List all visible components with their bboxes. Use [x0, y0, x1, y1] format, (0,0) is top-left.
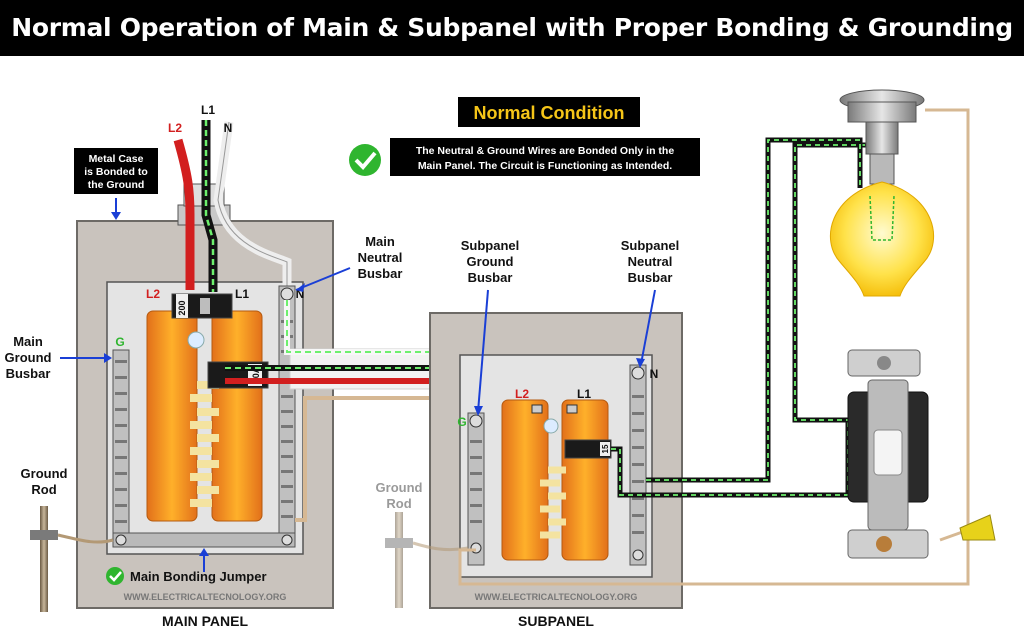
svg-text:Rod: Rod: [31, 482, 56, 497]
svg-text:Busbar: Busbar: [6, 366, 51, 381]
main-label-l1: L1: [235, 287, 249, 301]
watermark-sub: WWW.ELECTRICALTECNOLOGY.ORG: [475, 592, 638, 602]
main-label-l2: L2: [146, 287, 160, 301]
main-panel-label: MAIN PANEL: [162, 613, 249, 629]
svg-text:Ground: Ground: [5, 350, 52, 365]
sub-label-n: N: [650, 367, 659, 381]
main-breaker-rating: 200: [177, 300, 187, 315]
main-hot-busbars: [146, 310, 263, 522]
condition-callout: Normal Condition The Neutral & Ground Wi…: [349, 97, 700, 176]
condition-line-1: The Neutral & Ground Wires are Bonded On…: [416, 145, 675, 157]
service-wire-l1: [201, 120, 218, 292]
main-label-n: N: [296, 287, 305, 301]
sub-neutral-busbar-label: Subpanel Neutral Busbar: [621, 238, 680, 368]
sub-ground-busbar: [467, 412, 485, 566]
feeder-breaker-rating: 60A: [251, 366, 261, 383]
bonding-jumper-label: Main Bonding Jumper: [106, 548, 267, 585]
svg-text:Main: Main: [13, 334, 43, 349]
lamp-ground-wire: [925, 108, 970, 530]
watermark-main: WWW.ELECTRICALTECNOLOGY.ORG: [124, 592, 287, 602]
svg-text:Neutral: Neutral: [358, 250, 403, 265]
main-ground-rod: [30, 506, 114, 612]
condition-heading: Normal Condition: [474, 103, 625, 123]
metal-case-label: Metal Case is Bonded to the Ground: [74, 148, 158, 220]
page-title: Normal Operation of Main & Subpanel with…: [0, 0, 1024, 56]
svg-text:Busbar: Busbar: [468, 270, 513, 285]
svg-text:Busbar: Busbar: [628, 270, 673, 285]
label-n: N: [224, 121, 233, 135]
sub-branch-breaker: 15: [564, 439, 612, 459]
svg-text:Subpanel: Subpanel: [621, 238, 680, 253]
branch-wire-neutral-lamp-stripe: [646, 139, 861, 481]
svg-text:Ground: Ground: [467, 254, 514, 269]
sub-ground-busbar-label: Subpanel Ground Busbar: [461, 238, 520, 416]
svg-text:Main Bonding Jumper: Main Bonding Jumper: [130, 569, 267, 584]
condition-line-2: Main Panel. The Circuit is Functioning a…: [418, 160, 672, 172]
svg-text:Metal Case: Metal Case: [89, 153, 144, 165]
sub-ground-rod-label: Ground Rod: [376, 480, 423, 511]
main-label-g: G: [115, 335, 124, 349]
svg-text:the Ground: the Ground: [88, 179, 145, 191]
main-ground-rod-label: Ground Rod: [21, 466, 68, 497]
check-icon: [109, 571, 122, 582]
service-wire-n-edge: [217, 121, 288, 290]
main-ground-busbar: [112, 349, 130, 541]
bulb-indicator-icon: [187, 331, 205, 349]
wire-nut: [959, 514, 996, 541]
branch-breaker-rating: 15: [601, 444, 610, 453]
svg-text:Ground: Ground: [21, 466, 68, 481]
main-ground-busbar-label: Main Ground Busbar: [5, 334, 112, 381]
sub-label-l1: L1: [577, 387, 591, 401]
label-l2: L2: [168, 121, 182, 135]
svg-text:Rod: Rod: [386, 496, 411, 511]
label-l1: L1: [201, 103, 215, 117]
main-breaker: 200: [171, 293, 233, 319]
main-bonding-jumper: [112, 532, 296, 548]
svg-text:Ground: Ground: [376, 480, 423, 495]
svg-text:Neutral: Neutral: [628, 254, 673, 269]
branch-wire-switched-stripe: [794, 144, 886, 421]
light-switch: [847, 349, 929, 559]
svg-text:Busbar: Busbar: [358, 266, 403, 281]
svg-text:Main: Main: [365, 234, 395, 249]
subpanel-label: SUBPANEL: [518, 613, 594, 629]
check-icon: [354, 151, 377, 170]
svg-text:Subpanel: Subpanel: [461, 238, 520, 253]
main-neutral-busbar-label: Main Neutral Busbar: [295, 234, 403, 292]
service-wire-l2: [173, 138, 195, 290]
sub-neutral-busbar: [629, 364, 647, 566]
sub-label-l2: L2: [515, 387, 529, 401]
svg-text:is Bonded to: is Bonded to: [84, 166, 148, 178]
wiring-diagram: 200 60A: [5, 89, 996, 629]
sub-label-g: G: [457, 415, 466, 429]
light-bulb: [829, 89, 935, 297]
sub-hot-busbars: [501, 399, 609, 561]
branch-wire-ground: [458, 532, 970, 586]
